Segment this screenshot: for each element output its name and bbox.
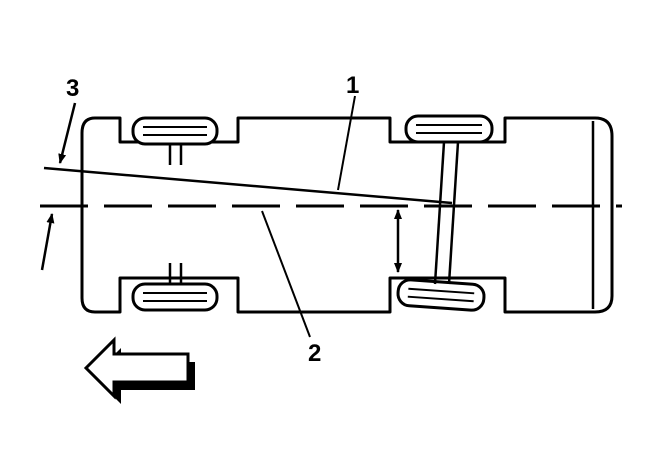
rear-right-wheel <box>396 278 486 312</box>
rear-left-wheel <box>404 114 494 144</box>
rear-axle-right-edge <box>447 141 460 285</box>
thrust-line <box>43 166 453 205</box>
rear-axle-left-edge <box>433 141 446 285</box>
front-right-wheel <box>131 282 219 312</box>
callout-label-3: 3 <box>66 75 79 102</box>
callout-label-1: 1 <box>346 72 359 99</box>
arrow-left-icon <box>83 336 195 404</box>
callout-label-2: 2 <box>308 340 321 367</box>
leader-line-1 <box>337 95 356 191</box>
front-left-wheel <box>131 116 219 146</box>
leader-line-2 <box>261 210 311 338</box>
vehicle-body-outline <box>80 116 614 314</box>
angle-pointer-lower <box>40 213 55 271</box>
angle-pointer-upper <box>58 102 77 164</box>
